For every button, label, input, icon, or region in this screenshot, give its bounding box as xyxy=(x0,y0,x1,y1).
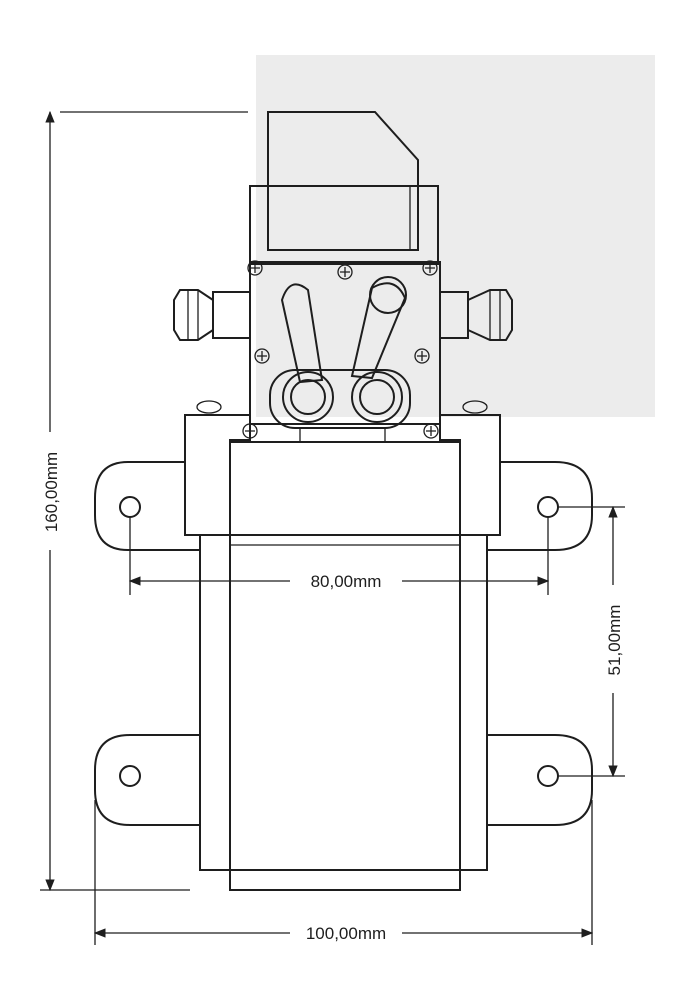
screw-icon xyxy=(462,400,488,414)
dimension-hole-horizontal: 80,00mm xyxy=(128,570,550,592)
outlet-barb xyxy=(439,289,513,341)
screw-icon xyxy=(423,423,439,439)
gear-housing xyxy=(184,414,501,536)
shade-panel xyxy=(256,55,655,417)
dimension-width: 100,00mm xyxy=(93,922,594,944)
pressure-switch xyxy=(267,111,419,251)
screw-icon xyxy=(196,400,222,414)
upper-block xyxy=(249,185,439,265)
screw-icon xyxy=(254,348,270,364)
screw-icon xyxy=(337,264,353,280)
dimension-hole-horizontal-label: 80,00mm xyxy=(311,572,382,591)
dimension-hole-vertical: 51,00mm xyxy=(602,505,624,778)
dimension-hole-vertical-label: 51,00mm xyxy=(605,605,624,676)
screw-icon xyxy=(414,348,430,364)
dimension-height-label: 160,00mm xyxy=(42,452,61,532)
dimension-height: 160,00mm xyxy=(39,110,61,892)
extension-lines xyxy=(40,111,625,945)
inlet-barb xyxy=(173,289,251,341)
dimension-width-label: 100,00mm xyxy=(306,924,386,943)
screw-icon xyxy=(422,260,438,276)
mount-ear-bottom-left xyxy=(94,734,200,826)
mount-ear-bottom-right xyxy=(487,734,593,826)
screw-icon xyxy=(247,260,263,276)
motor-body xyxy=(199,441,488,891)
mount-ear-top-right xyxy=(487,461,593,551)
